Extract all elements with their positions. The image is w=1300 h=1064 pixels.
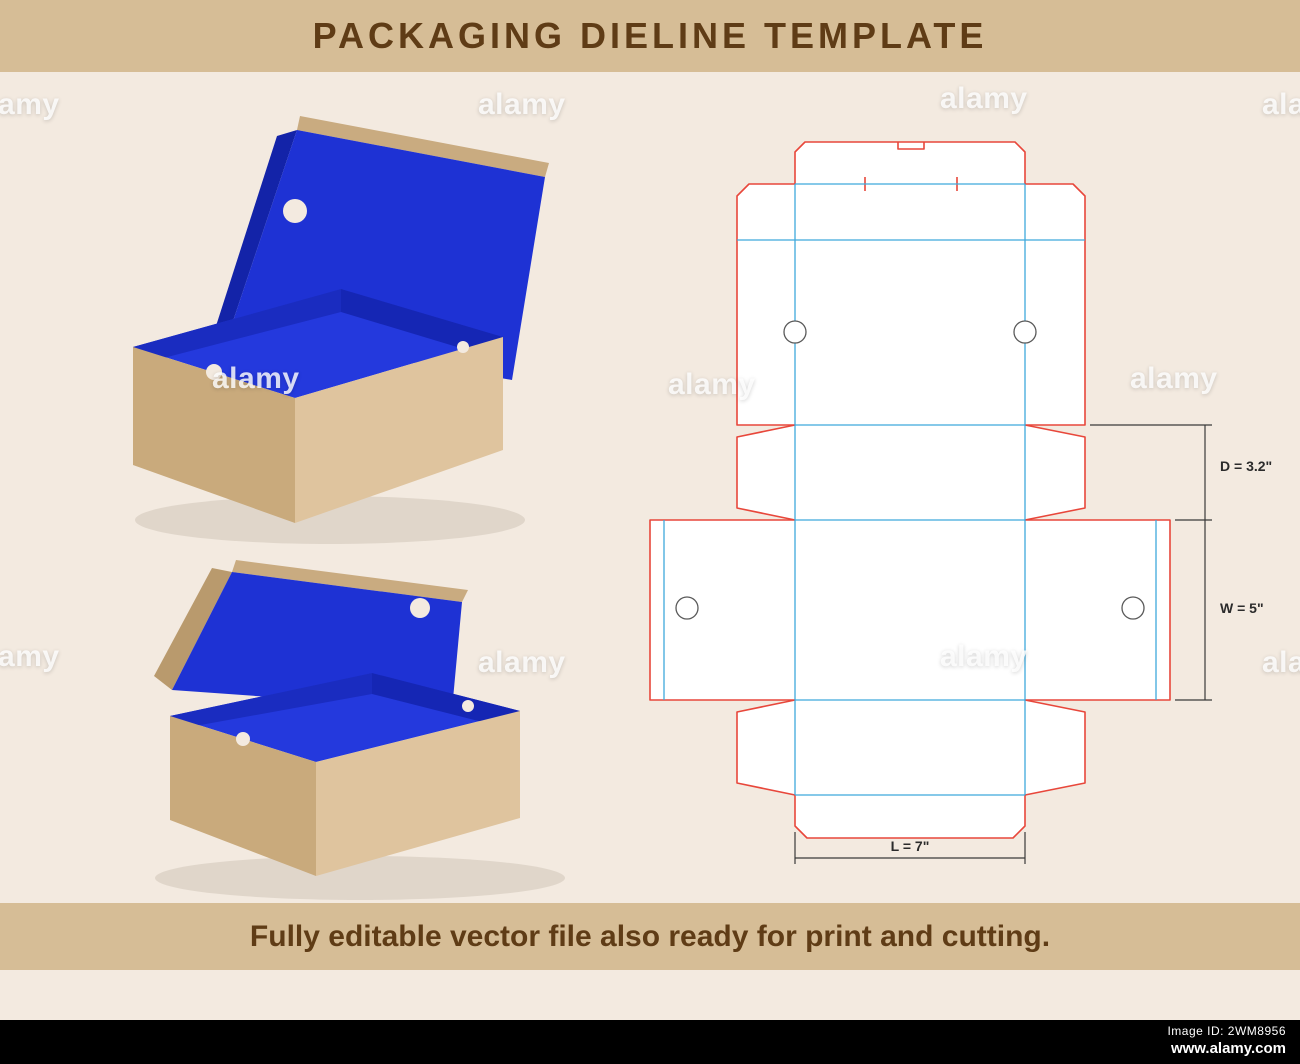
website-url-text: www.alamy.com: [1170, 1040, 1286, 1057]
rim-side-notch: [462, 700, 474, 712]
length-label: L = 7": [891, 838, 930, 854]
interior-wall-right: [341, 289, 503, 356]
stock-info-bar: Image ID: 2WM8956 www.alamy.com: [0, 1020, 1300, 1064]
box-3d-bottom: [154, 560, 565, 900]
interior-wall-left: [133, 289, 341, 361]
lid-side-edge: [216, 130, 297, 330]
width-label: W = 5": [1220, 600, 1264, 616]
illustration-scene: D = 3.2" W = 5" L = 7": [133, 116, 1272, 900]
alamy-watermark: alamy: [0, 640, 60, 673]
lid-inner-face: [172, 572, 462, 710]
lid-top-edge: [297, 116, 549, 177]
lid-top-edge: [232, 560, 468, 602]
alamy-watermark: alamy: [940, 82, 1028, 115]
box-face-right: [295, 337, 503, 523]
page-title: PACKAGING DIELINE TEMPLATE: [312, 15, 988, 56]
dimension-depth: D = 3.2": [1090, 424, 1272, 521]
dieline-punch-holes: [675, 320, 1145, 620]
box-shadow: [135, 496, 525, 544]
alamy-watermark: alamy: [940, 640, 1028, 673]
rim-thumb-notch: [236, 732, 250, 746]
box-face-left: [170, 716, 316, 876]
box-3d-top: [133, 116, 549, 544]
lid-side-edge: [154, 568, 232, 690]
dieline-cut-lines: [649, 141, 1171, 839]
dimension-length: L = 7": [794, 832, 1026, 864]
header-bar: PACKAGING DIELINE TEMPLATE: [0, 0, 1300, 72]
alamy-watermark: alamy: [0, 88, 60, 121]
stock-info-right: Image ID: 2WM8956 www.alamy.com: [1167, 1024, 1286, 1057]
footer-tagline-bar: Fully editable vector file also ready fo…: [0, 903, 1300, 970]
tagline-text: Fully editable vector file also ready fo…: [249, 920, 1051, 953]
alamy-watermark: alamy: [478, 88, 566, 121]
dimension-width: W = 5": [1175, 520, 1264, 701]
depth-label: D = 3.2": [1220, 458, 1272, 474]
interior-wall-left: [170, 673, 372, 728]
alamy-watermark: alamy: [668, 368, 756, 401]
dieline-diagram: D = 3.2" W = 5" L = 7": [649, 141, 1272, 864]
interior-wall-right: [372, 673, 520, 728]
box-face-left: [133, 347, 295, 523]
alamy-watermark: alamy: [1130, 362, 1218, 395]
dieline-panels: [650, 142, 1170, 838]
rim-thumb-notch: [206, 364, 222, 380]
lid-punch-hole: [283, 199, 307, 223]
box-shadow: [155, 856, 565, 900]
rim-side-notch: [457, 341, 469, 353]
image-id-text: Image ID: 2WM8956: [1167, 1024, 1286, 1038]
alamy-watermark: alamy: [1262, 88, 1300, 121]
box-face-right: [316, 711, 520, 876]
alamy-watermark: alamy: [478, 646, 566, 679]
alamy-watermark: alamy: [1262, 646, 1300, 679]
lid-punch-hole: [410, 598, 430, 618]
dieline-fold-lines: [663, 183, 1157, 796]
alamy-watermark: alamy: [212, 362, 300, 395]
